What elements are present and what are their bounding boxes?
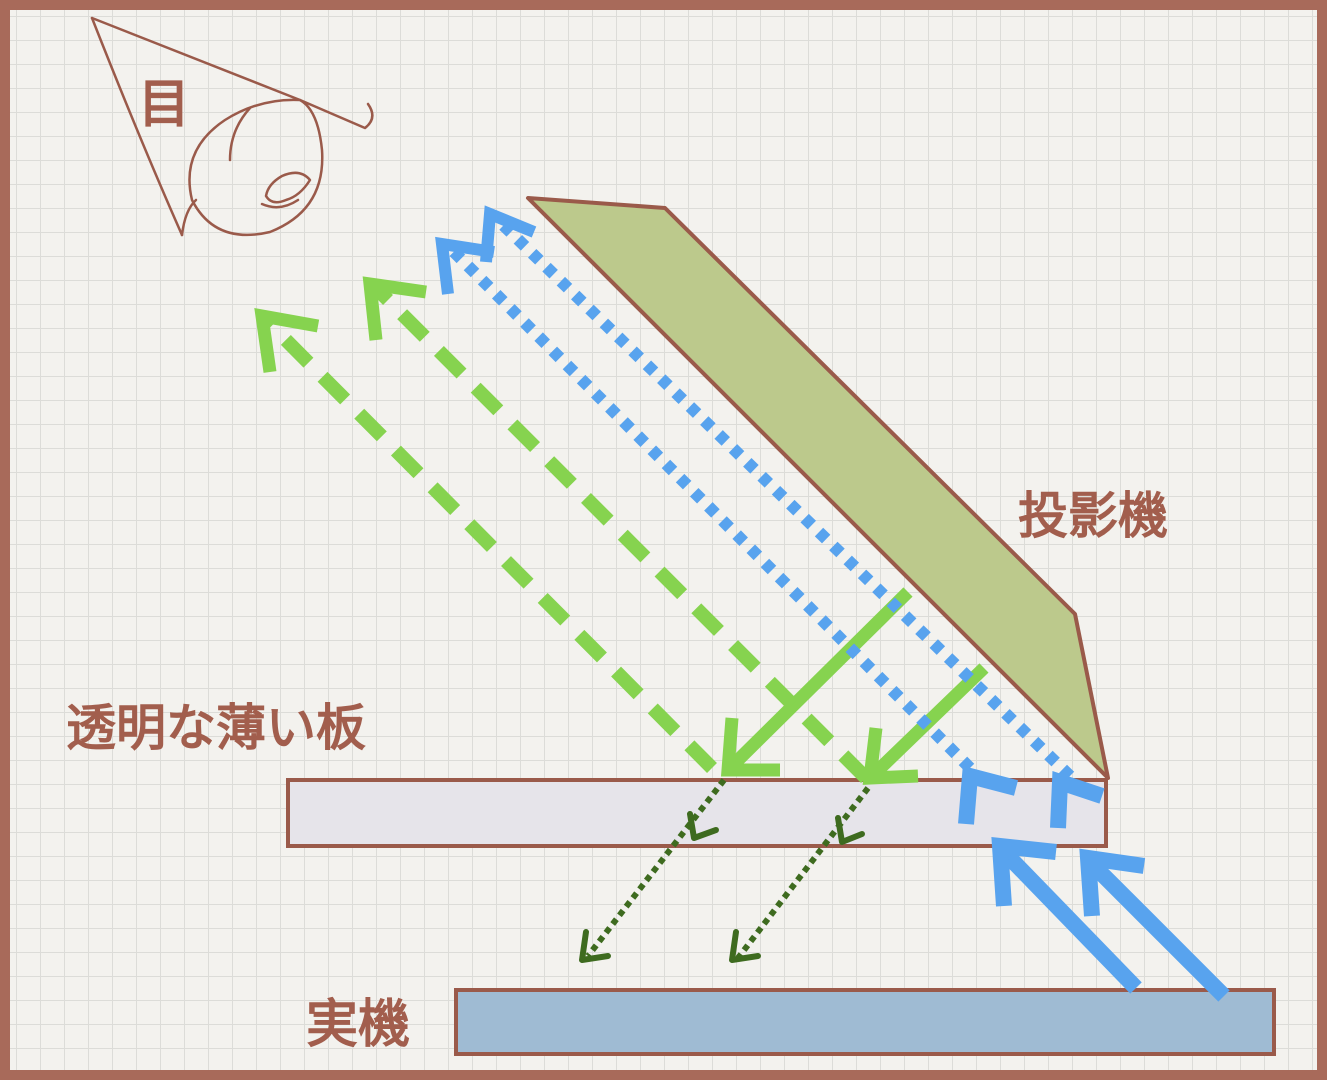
eye-label: 目 — [138, 75, 190, 135]
device-ray-2 — [1088, 860, 1230, 1002]
transmitted-ray-2-arrowhead — [729, 929, 761, 963]
device-rays — [958, 765, 1230, 1002]
projector-ray-2-arrowhead — [862, 727, 919, 785]
projector — [526, 196, 1110, 780]
device-rays-through — [445, 217, 1075, 781]
transmitted-ray-2 — [735, 786, 871, 960]
projector-label: 投影機 — [1018, 487, 1168, 545]
device-ray-2-arrowhead — [1079, 848, 1146, 917]
through-ray-2-arrowhead — [480, 205, 537, 263]
real-device — [454, 988, 1276, 1056]
reflected-ray-1-arrowhead — [254, 308, 320, 373]
device-ray-4-arrowhead — [1050, 771, 1105, 829]
eye-icon — [90, 16, 374, 237]
reflected-ray-2-arrowhead — [362, 276, 427, 341]
through-ray-1-arrowhead — [435, 236, 495, 295]
projector-ray-1 — [723, 587, 913, 775]
projector-ray-1-arrowhead — [720, 717, 780, 777]
device-label: 実機 — [306, 995, 410, 1055]
device-ray-3-arrowhead — [958, 765, 1019, 825]
reflected-rays — [263, 285, 871, 783]
device-ray-1-arrowhead — [991, 837, 1057, 907]
transmitted-ray-1 — [585, 778, 727, 958]
through-ray-1 — [445, 243, 975, 773]
reflected-ray-1 — [263, 317, 717, 773]
device-ray-1 — [1000, 848, 1142, 994]
plate-label: 透明な薄い板 — [66, 699, 366, 757]
reflected-ray-2 — [373, 285, 871, 783]
transmitted-ray-2-mid-arrowhead — [835, 815, 865, 845]
through-ray-2 — [495, 217, 1075, 781]
transmitted-rays — [585, 778, 871, 960]
transmitted-ray-1-arrowhead — [579, 929, 611, 963]
transmitted-ray-1-mid-arrowhead — [687, 811, 719, 841]
